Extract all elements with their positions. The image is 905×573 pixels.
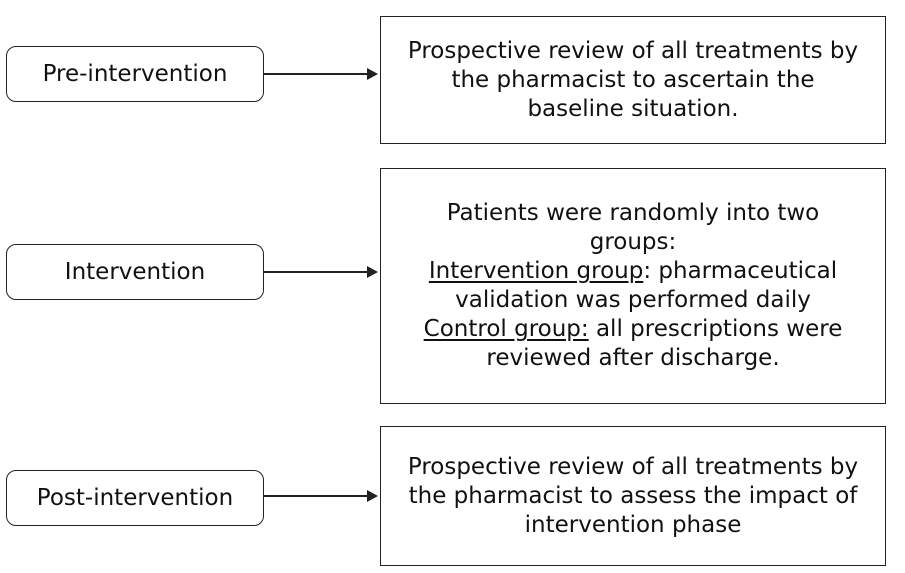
description-line: Patients were randomly into two: [446, 200, 820, 226]
description-line: baseline situation.: [527, 95, 739, 122]
post-intervention-label: Post-intervention: [36, 484, 234, 511]
description-line: reviewed after discharge.: [486, 345, 780, 371]
description-line: Prospective review of all treatments by: [407, 37, 859, 64]
post-intervention-arrow: [264, 490, 380, 502]
description-line: the pharmacist to assess the impact of: [408, 482, 858, 509]
intervention-node: Intervention: [6, 244, 264, 300]
description-line: groups:: [589, 229, 677, 255]
pre-intervention-node: Pre-intervention: [6, 46, 264, 102]
intervention-label: Intervention: [64, 258, 206, 285]
post-intervention-node: Post-intervention: [6, 470, 264, 526]
pre-intervention-arrow: [264, 68, 380, 80]
post-intervention-description: Prospective review of all treatments by …: [380, 426, 886, 566]
intervention-group-line: Intervention group: pharmaceutical: [429, 257, 837, 286]
control-group-line: Control group: all prescriptions were: [424, 315, 843, 344]
description-line: validation was performed daily: [455, 287, 811, 313]
arrow-shaft: [264, 73, 368, 75]
control-group-text: all prescriptions were: [588, 316, 843, 342]
arrow-shaft: [264, 271, 368, 273]
description-line: Prospective review of all treatments by: [407, 453, 859, 480]
pre-intervention-description: Prospective review of all treatments by …: [380, 16, 886, 144]
description-line: intervention phase: [524, 511, 742, 538]
intervention-arrow: [264, 266, 380, 278]
arrow-head: [367, 490, 378, 502]
arrow-shaft: [264, 495, 368, 497]
arrow-head: [367, 68, 378, 80]
arrow-head: [367, 266, 378, 278]
description-line: the pharmacist to ascertain the: [451, 66, 815, 93]
intervention-group-text: : pharmaceutical: [643, 258, 838, 284]
pre-intervention-label: Pre-intervention: [42, 60, 228, 87]
intervention-group-label: Intervention group: [428, 258, 644, 284]
control-group-label: Control group:: [423, 316, 589, 342]
intervention-description: Patients were randomly into two groups: …: [380, 168, 886, 404]
